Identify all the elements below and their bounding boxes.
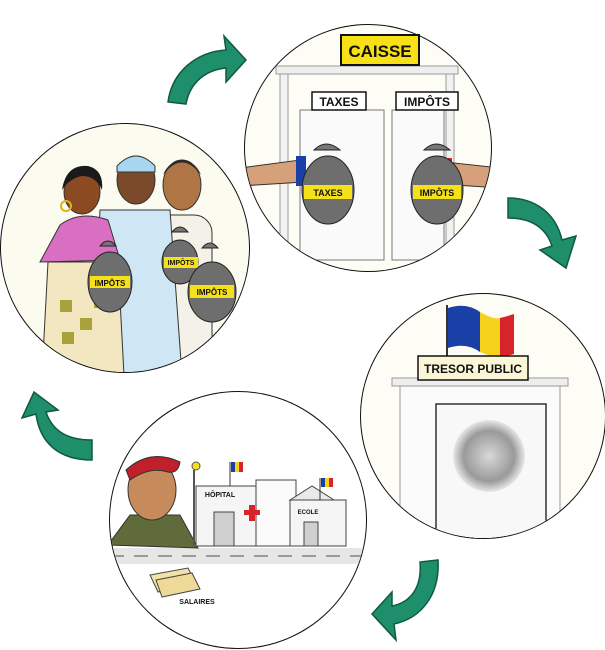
citizen-bag-1-label: IMPÔTS: [95, 279, 126, 288]
circle-citizens: IMPÔTS IMPÔTS IMPÔTS: [0, 123, 250, 373]
impots-window-sign: IMPÔTS: [395, 91, 459, 111]
curved-arrow-icon: [507, 197, 578, 270]
curved-arrow-icon: [167, 33, 248, 105]
citizen-bag-3-label: IMPÔTS: [197, 288, 228, 297]
citizen-bag-3: IMPÔTS: [187, 242, 237, 323]
soldier: [110, 456, 199, 549]
caisse-sign: CAISSE: [340, 34, 420, 66]
vault-door: [453, 420, 525, 492]
curved-arrow-icon: [20, 390, 93, 461]
citizen-bag-1: IMPÔTS: [87, 240, 133, 313]
school-building: ECOLE: [288, 478, 347, 547]
tresor-label: TRESOR PUBLIC: [424, 362, 522, 376]
taxes-bag-label: TAXES: [313, 188, 342, 198]
impots-sign-label: IMPÔTS: [404, 94, 450, 109]
arrow-left-bottom: [20, 390, 93, 461]
flag-icon: [446, 305, 514, 358]
caisse-label: CAISSE: [348, 42, 411, 61]
banknotes-icon: [149, 567, 201, 598]
street-lamp: [191, 461, 201, 545]
citizen-bag-2: IMPÔTS: [161, 226, 199, 285]
beret: [125, 456, 181, 481]
curved-arrow-icon: [370, 559, 439, 643]
arrow-right-top: [507, 197, 578, 270]
taxes-sign-label: TAXES: [319, 95, 358, 109]
circle-tresor: TRESOR PUBLIC: [360, 293, 605, 539]
impots-bag-label: IMPÔTS: [420, 187, 455, 198]
hospital-cross-icon: [244, 505, 260, 521]
impots-bag: IMPÔTS: [410, 143, 464, 225]
citizen-bag-2-label: IMPÔTS: [168, 258, 195, 267]
arrow-top-left: [167, 33, 248, 105]
taxes-bag: TAXES: [301, 143, 355, 225]
hospital-building: HÔPITAL: [195, 462, 297, 547]
hopital-label: HÔPITAL: [205, 490, 236, 499]
taxes-window-sign: TAXES: [311, 91, 367, 111]
circle-caisse: TAXES IMPÔTS CAISSE TAXES IMPÔTS: [244, 24, 492, 272]
circle-services: HÔPITAL ECOLE: [109, 391, 367, 649]
ecole-label: ECOLE: [298, 510, 319, 516]
tresor-sign: TRESOR PUBLIC: [417, 355, 529, 381]
salaires-label: SALAIRES: [179, 599, 215, 606]
arrow-bottom-right: [370, 559, 439, 643]
